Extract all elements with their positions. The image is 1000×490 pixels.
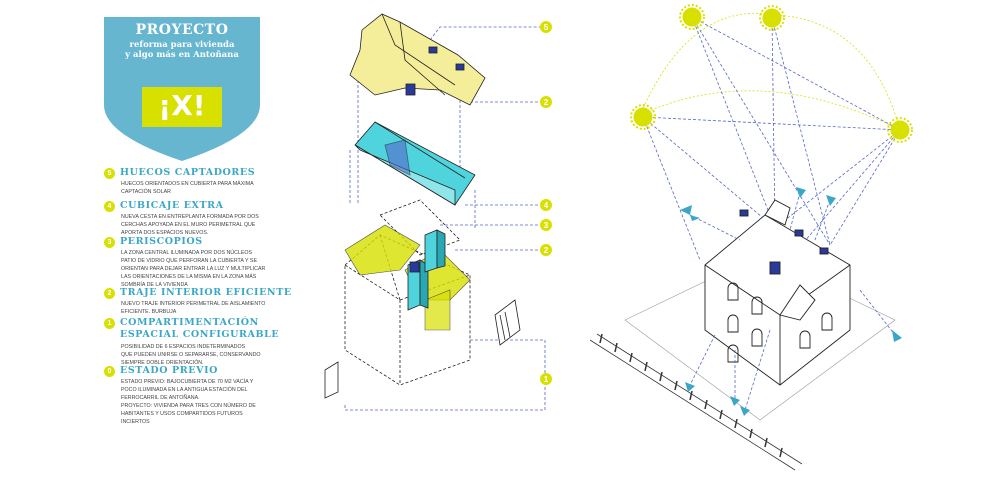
- legend-line: HABITANTES Y USOS COMPARTIDOS FUTUROS: [121, 411, 243, 417]
- light-arrows: [680, 187, 902, 416]
- svg-text:3: 3: [544, 221, 549, 230]
- arrow-icon: [685, 382, 695, 392]
- svg-text:2: 2: [544, 246, 549, 255]
- legend-desc: HUECOS ORIENTADOS EN CUBIERTA PARA MÁXIM…: [121, 180, 281, 196]
- legend-number: 5: [104, 168, 115, 179]
- legend-line: ESTADO PREVIO: BAJOCUBIERTA DE 70 M2 VAC…: [121, 379, 254, 385]
- marker-2-low: 2: [540, 244, 552, 256]
- partition-panels: [324, 299, 521, 399]
- legend-line: PROYECTO: VIVIENDA PARA TRES CON NÚMERO …: [121, 403, 256, 409]
- shield-mark: ¡X!: [158, 89, 206, 122]
- legend-title: COMPARTIMENTACIÓN: [120, 317, 259, 328]
- legend-panel: PROYECTO reforma para vivienda y algo má…: [0, 0, 300, 490]
- legend-line: NUEVA CESTA EN ENTREPLANTA FORMADA POR D…: [121, 214, 259, 220]
- legend-title-cont: ESPACIAL CONFIGURABLE: [120, 329, 280, 340]
- legend-desc: NUEVA CESTA EN ENTREPLANTA FORMADA POR D…: [121, 213, 281, 237]
- legend-line: POCO ILUMINADA EN LA ANTIGUA ESTACIÓN DE…: [121, 387, 248, 393]
- svg-text:1: 1: [544, 375, 549, 384]
- marker-2-top: 2: [540, 96, 552, 108]
- legend-title: ESTADO PREVIO: [120, 365, 219, 376]
- legend-title: CUBICAJE EXTRA: [120, 200, 224, 211]
- shield-mark-bg: [142, 87, 222, 127]
- legend-line: LA ZONA CENTRAL ILUMINADA POR DOS NÚCLEO…: [121, 250, 253, 256]
- legend-line: LAS ORIENTACIONES DE LA MISMA EN LA ZONA…: [121, 274, 257, 280]
- svg-text:4: 4: [544, 201, 549, 210]
- shield-subtitle-line-2: y algo más en Antoñana: [125, 50, 239, 60]
- sun-icon: [630, 104, 656, 130]
- arrow-icon: [680, 205, 692, 215]
- sun-icon: [679, 4, 705, 30]
- shield-subtitle: reforma para vivienda y algo más en Anto…: [110, 40, 254, 60]
- legend-number: 3: [104, 237, 115, 248]
- legend-number: 2: [104, 288, 115, 299]
- svg-text:5: 5: [544, 23, 549, 32]
- legend-desc: POSIBILIDAD DE 6 ESPACIOS INDETERMINADOS…: [121, 343, 281, 367]
- marker-4: 4: [540, 199, 552, 211]
- railway-track: [589, 333, 803, 471]
- arrow-icon: [826, 195, 836, 206]
- legend-desc: ESTADO PREVIO: BAJOCUBIERTA DE 70 M2 VAC…: [121, 378, 281, 426]
- basket-layer: [354, 121, 476, 206]
- legend-line: FERROCARRIL DE ANTOÑANA.: [121, 395, 200, 401]
- legend-line: ORIENTAN PARA DEJAR ENTRAR LA LUZ Y MULT…: [121, 266, 266, 272]
- shield-subtitle-line-1: reforma para vivienda: [129, 40, 235, 50]
- arrow-icon: [796, 187, 806, 198]
- legend-line: CAPTACIÓN SOLAR: [121, 189, 171, 195]
- arrow-icon: [690, 215, 700, 221]
- marker-3: 3: [540, 219, 552, 231]
- legend-line: INCIERTOS: [121, 419, 150, 425]
- legend-line: NUEVO TRAJE INTERIOR PERIMETRAL DE AISLA…: [121, 301, 266, 307]
- legend-number: 1: [104, 318, 115, 329]
- svg-text:2: 2: [544, 98, 549, 107]
- project-shield: [104, 17, 260, 161]
- sun-rays: [642, 16, 901, 271]
- number-markers: 5 2 4 3 2 1: [540, 21, 552, 385]
- legend-line: SOMBRÍA DE LA VIVIENDA: [121, 282, 188, 288]
- legend-line: HUECOS ORIENTADOS EN CUBIERTA PARA MÁXIM…: [121, 181, 254, 187]
- solar-diagram: [589, 4, 913, 471]
- marker-1: 1: [540, 373, 552, 385]
- sun-icon: [759, 5, 785, 31]
- legend-line: POSIBILIDAD DE 6 ESPACIOS INDETERMINADOS: [121, 344, 246, 350]
- legend-number: 4: [104, 201, 115, 212]
- periscope-cores: [407, 229, 446, 311]
- legend-line: SIEMPRE DOBLE ORIENTACIÓN.: [121, 360, 204, 366]
- legend-line: APORTA DOS ESPACIOS NUEVOS.: [121, 230, 209, 236]
- arrow-icon: [740, 406, 750, 416]
- arrow-icon: [892, 330, 902, 342]
- sun-icon: [887, 117, 913, 143]
- arrow-icon: [730, 396, 740, 406]
- marker-5: 5: [540, 21, 552, 33]
- exploded-axonometric: 5 2 4 3 2 1: [324, 13, 552, 411]
- roof-layer: [349, 13, 486, 106]
- yellow-planes: [344, 224, 471, 331]
- light-paths: [689, 191, 896, 411]
- sun-arc: [639, 12, 901, 131]
- legend-title: TRAJE INTERIOR EFICIENTE: [120, 287, 292, 298]
- legend-title: PERISCOPIOS: [120, 236, 203, 247]
- legend-line: EFICIENTE. BURBUJA: [121, 309, 177, 315]
- house: [704, 199, 851, 386]
- legend-line: CERCHAS APOYADA EN EL MURO PERIMETRAL QU…: [121, 222, 256, 228]
- legend-number: 0: [104, 366, 115, 377]
- legend-line: PATIO DE VIDRIO QUE PERFORAN LA CUBIERTA…: [121, 258, 257, 264]
- shield-title: PROYECTO: [135, 22, 229, 38]
- legend-desc: LA ZONA CENTRAL ILUMINADA POR DOS NÚCLEO…: [121, 249, 281, 289]
- legend-line: QUE PUEDEN UNIRSE O SEPARARSE, CONSERVAN…: [121, 352, 261, 358]
- legend-desc: NUEVO TRAJE INTERIOR PERIMETRAL DE AISLA…: [121, 300, 281, 316]
- suns: [630, 4, 913, 143]
- legend-title: HUECOS CAPTADORES: [120, 167, 256, 178]
